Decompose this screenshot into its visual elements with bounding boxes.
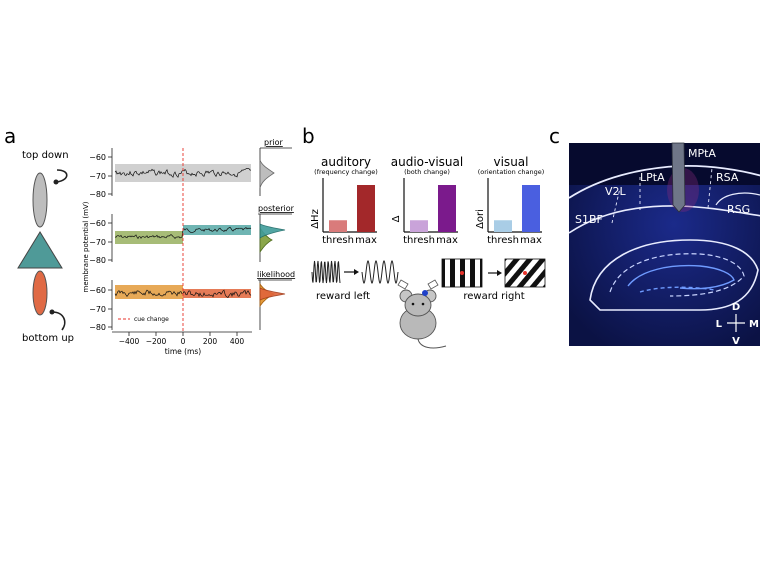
- tick-top-60: −60: [89, 153, 106, 162]
- bar-chart-0-title: auditory: [321, 155, 371, 169]
- bar-chart-1-subtitle: (both change): [404, 168, 450, 176]
- apical-dendrite: [32, 172, 48, 228]
- dist-label-posterior: posterior: [258, 204, 295, 213]
- xtick-0: 0: [181, 337, 186, 346]
- tick-top-80: −80: [89, 190, 106, 199]
- hippocampus-layer-1: [609, 253, 745, 297]
- bar-chart-2-cat-1: max: [520, 235, 542, 246]
- hippocampus-layer-2: [627, 264, 735, 290]
- trace-plot-mid: −60 −70 −80: [89, 214, 252, 265]
- soma-triangle: [17, 231, 63, 269]
- arrow-right-stim: [497, 270, 502, 276]
- auditory-stimuli: reward left: [311, 260, 399, 302]
- region-lpta: LPtA: [640, 171, 665, 184]
- top-down-arrow: [56, 169, 68, 183]
- bottom-up-arrow: [51, 311, 66, 331]
- bottom-up-label: bottom up: [22, 333, 74, 344]
- bar-2-max: [522, 185, 540, 232]
- trace-mid-band-post: [183, 225, 251, 235]
- tick-bot-80: −80: [89, 323, 106, 332]
- bar-chart-1-title: audio-visual: [391, 155, 463, 169]
- bar-chart-1-cat-1: max: [436, 235, 458, 246]
- neuron-schematic: top down bottom up: [17, 150, 74, 344]
- bar-chart-2-title: visual: [494, 155, 529, 169]
- dist-label-prior: prior: [264, 138, 283, 147]
- xtick-200: 200: [203, 337, 218, 346]
- region-rsg: RSG: [727, 203, 750, 216]
- bar-0-max: [357, 185, 375, 232]
- compass-v: V: [732, 336, 740, 347]
- distributions: prior posterior likelihood: [257, 138, 295, 330]
- wave-high-freq: [311, 260, 341, 284]
- trace-bot-band-post: [183, 289, 251, 298]
- xtick-m200: −200: [146, 337, 167, 346]
- trace-top-band-post: [183, 164, 251, 182]
- time-axis-label: time (ms): [165, 347, 201, 356]
- recording-probe: [671, 142, 686, 213]
- region-s1bf: S1BF: [575, 213, 603, 226]
- reward-left-label: reward left: [316, 291, 370, 302]
- membrane-potential-label: membrane potential (mV): [82, 201, 90, 292]
- wave-low-freq: [361, 260, 399, 284]
- region-mpta: MPtA: [688, 147, 716, 160]
- region-v2l: V2L: [605, 185, 627, 198]
- mouse-tail: [417, 338, 447, 349]
- xtick-400: 400: [230, 337, 245, 346]
- dist-likelihood-red: [259, 287, 286, 301]
- compass-m: M: [749, 319, 759, 330]
- mouse-illustration: [397, 279, 447, 349]
- bar-1-thresh: [410, 220, 428, 232]
- tick-mid-80: −80: [89, 256, 106, 265]
- tick-mid-60: −60: [89, 219, 106, 228]
- arrow-left-stim: [354, 269, 359, 275]
- bar-1-max: [438, 185, 456, 232]
- compass-l: L: [716, 319, 723, 330]
- bar-chart-0-ylabel: ΔHz: [310, 209, 321, 229]
- panel-label-b: b: [302, 124, 315, 148]
- trace-plot-bottom: −60 −70 −80 −400 −200 0 200 400 time (ms…: [89, 280, 252, 356]
- visual-stimuli: reward right: [441, 258, 546, 302]
- bar-chart-2-cat-0: thresh: [487, 235, 519, 246]
- bar-chart-0-subtitle: (frequency change): [314, 168, 378, 176]
- bar-chart-2-ylabel: Δori: [475, 209, 486, 229]
- compass: D V L M: [716, 302, 759, 347]
- bar-chart-2-subtitle: (orientation change): [478, 168, 545, 176]
- panel-label-c: c: [549, 124, 560, 148]
- mouse-head: [404, 293, 432, 317]
- dist-posterior-teal: [259, 223, 286, 239]
- tick-bot-70: −70: [89, 305, 106, 314]
- bar-chart-0-cat-1: max: [355, 235, 377, 246]
- bar-chart-0-cat-0: thresh: [322, 235, 354, 246]
- bar-0-thresh: [329, 220, 347, 232]
- tick-mid-70: −70: [89, 238, 106, 247]
- dist-prior: [259, 159, 275, 189]
- region-rsa: RSA: [716, 171, 739, 184]
- right-spout: [427, 279, 439, 290]
- reward-right-label: reward right: [463, 291, 524, 302]
- mouse-implant: [422, 290, 428, 296]
- hippocampus-layer-3: [639, 286, 716, 293]
- top-down-label: top down: [22, 150, 69, 161]
- dist-label-likelihood: likelihood: [257, 270, 295, 279]
- compass-d: D: [732, 302, 740, 313]
- tick-top-70: −70: [89, 172, 106, 181]
- legend-cue-label: cue change: [134, 316, 169, 323]
- trace-top-band-pre: [115, 164, 183, 182]
- panel-label-a: a: [4, 124, 16, 148]
- bar-2-thresh: [494, 220, 512, 232]
- trace-bot-band-pre: [115, 285, 183, 299]
- tick-bot-60: −60: [89, 286, 106, 295]
- bar-chart-1-ylabel: Δ: [391, 215, 402, 222]
- brain-section: MPtA LPtA RSA V2L RSG S1BF D V L M: [569, 142, 760, 347]
- left-spout: [397, 279, 409, 290]
- bar-chart-1-cat-0: thresh: [403, 235, 435, 246]
- xtick-m400: −400: [119, 337, 140, 346]
- grating-diagonal: [504, 258, 546, 288]
- hippocampus-outer: [589, 239, 759, 311]
- trace-plot-top: −60 −70 −80: [89, 148, 252, 199]
- basal-dendrite: [32, 270, 48, 316]
